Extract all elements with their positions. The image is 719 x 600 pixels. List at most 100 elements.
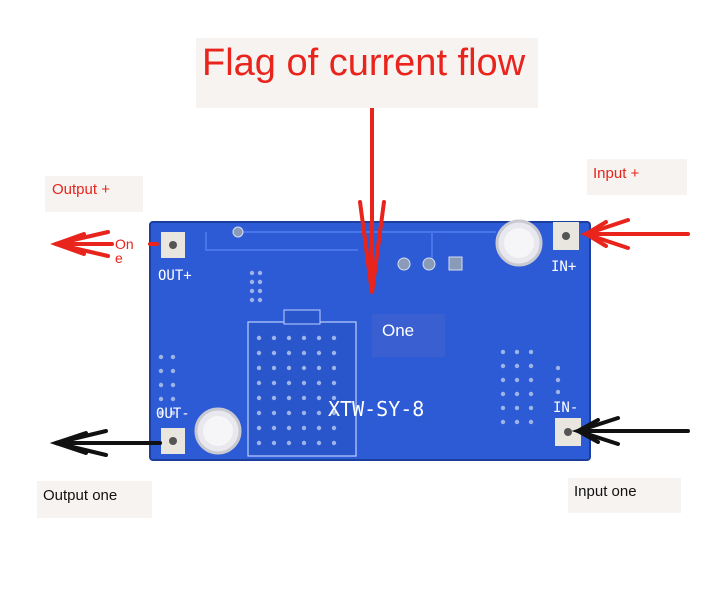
via	[514, 405, 520, 411]
via	[331, 365, 337, 371]
via	[271, 350, 277, 356]
via	[316, 425, 322, 431]
via	[257, 297, 263, 303]
input-plus-arrow	[579, 218, 690, 250]
via	[286, 380, 292, 386]
via	[301, 335, 307, 341]
via	[271, 380, 277, 386]
via	[271, 440, 277, 446]
via	[256, 410, 262, 416]
via	[257, 288, 263, 294]
via	[500, 391, 506, 397]
via	[257, 279, 263, 285]
via	[555, 377, 561, 383]
via	[286, 425, 292, 431]
via	[256, 335, 262, 341]
via	[158, 368, 164, 374]
via	[257, 270, 263, 276]
inductor-top-pad	[283, 309, 321, 325]
label-one-badge: One	[372, 314, 445, 357]
silk-in-plus: IN+	[551, 259, 576, 275]
via	[249, 270, 255, 276]
label-input-plus: Input +	[587, 159, 687, 195]
via	[500, 405, 506, 411]
via	[528, 363, 534, 369]
via	[514, 391, 520, 397]
via	[286, 410, 292, 416]
via	[316, 335, 322, 341]
via	[514, 363, 520, 369]
via	[301, 425, 307, 431]
label-output-plus: Output +	[45, 176, 143, 212]
via	[528, 405, 534, 411]
out-plus-hole	[169, 241, 177, 249]
via	[249, 288, 255, 294]
via	[158, 382, 164, 388]
via	[158, 396, 164, 402]
output-minus-arrow	[49, 429, 162, 457]
via	[316, 350, 322, 356]
via	[316, 365, 322, 371]
current-flag-arrow	[358, 106, 386, 294]
via	[170, 382, 176, 388]
via	[331, 335, 337, 341]
via	[286, 350, 292, 356]
via	[316, 440, 322, 446]
via	[256, 350, 262, 356]
component-pad	[232, 226, 244, 238]
via	[249, 297, 255, 303]
arrow-small-text: On e	[115, 236, 134, 266]
label-output-minus: Output one	[37, 481, 152, 518]
via	[170, 396, 176, 402]
component-pad	[422, 257, 436, 271]
via-grid	[158, 270, 561, 446]
via	[301, 440, 307, 446]
pcb-trace	[205, 231, 496, 262]
via	[528, 377, 534, 383]
via	[301, 395, 307, 401]
via	[301, 410, 307, 416]
output-plus-arrow	[50, 230, 159, 258]
via	[331, 380, 337, 386]
silk-out-minus: OUT-	[156, 406, 190, 422]
via	[331, 425, 337, 431]
via	[271, 410, 277, 416]
via	[528, 419, 534, 425]
via	[256, 395, 262, 401]
via	[528, 391, 534, 397]
via	[256, 365, 262, 371]
via	[271, 395, 277, 401]
label-input-minus: Input one	[568, 478, 681, 513]
via	[331, 440, 337, 446]
via	[271, 425, 277, 431]
via	[271, 335, 277, 341]
via	[514, 349, 520, 355]
out-minus-hole	[169, 437, 177, 445]
via	[316, 395, 322, 401]
via	[500, 419, 506, 425]
via	[500, 377, 506, 383]
via	[256, 425, 262, 431]
via	[301, 380, 307, 386]
via	[301, 365, 307, 371]
via	[555, 365, 561, 371]
input-minus-arrow	[571, 416, 690, 446]
via	[256, 440, 262, 446]
via	[555, 389, 561, 395]
via	[528, 349, 534, 355]
via	[500, 363, 506, 369]
in-plus-hole	[562, 232, 570, 240]
component-pad	[448, 256, 463, 271]
via	[249, 279, 255, 285]
diagram-title: Flag of current flow	[196, 38, 538, 108]
via	[331, 350, 337, 356]
via	[500, 349, 506, 355]
mounting-hole-bottom-inner	[203, 416, 233, 446]
via	[316, 410, 322, 416]
via	[170, 354, 176, 360]
via	[316, 380, 322, 386]
silk-model: XTW-SY-8	[328, 397, 424, 421]
in-minus-hole	[564, 428, 572, 436]
via	[301, 350, 307, 356]
